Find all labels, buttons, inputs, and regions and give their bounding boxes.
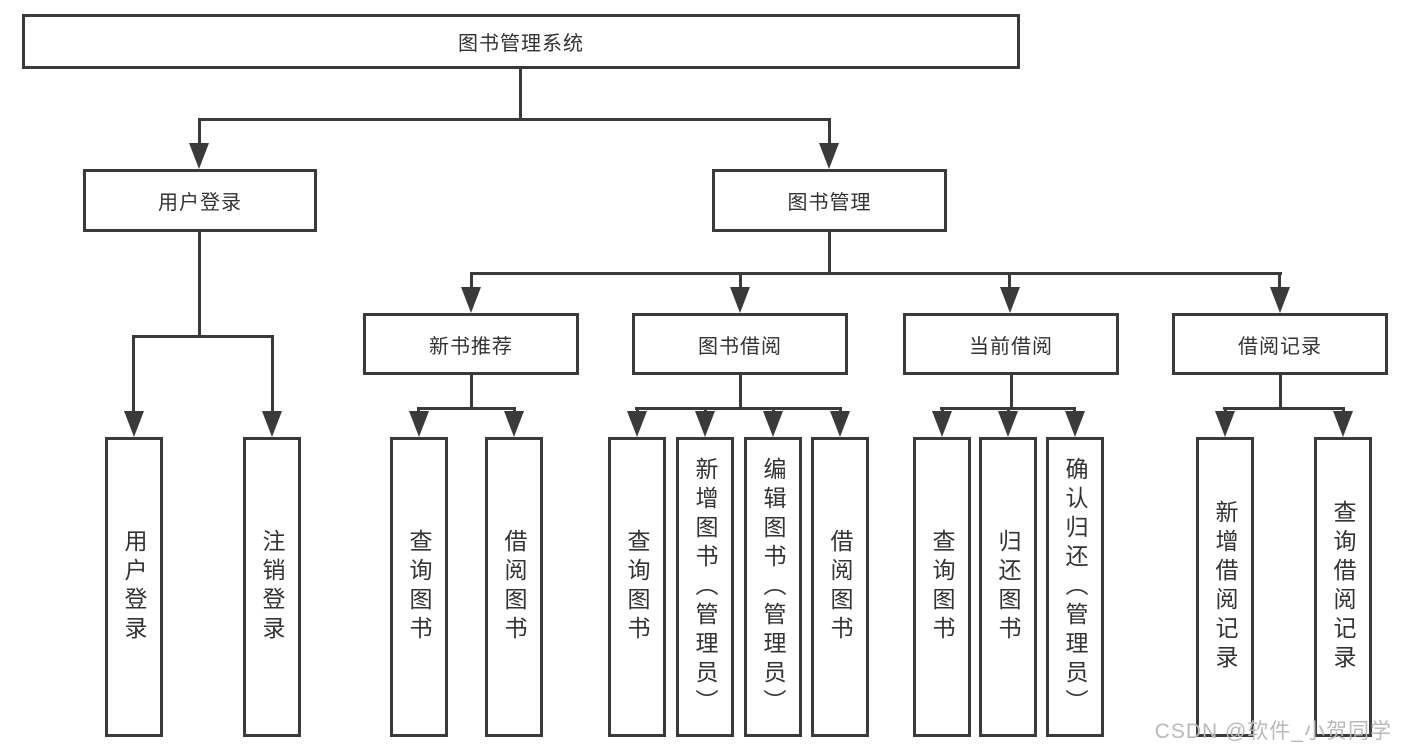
arrowhead <box>461 287 481 313</box>
connector-line <box>1007 407 1010 413</box>
connector-line <box>636 407 639 413</box>
arrowhead <box>1000 287 1020 313</box>
leaf-borrow-books-recommend-label: 借阅图书 <box>501 529 527 645</box>
arrowhead <box>1270 287 1290 313</box>
leaf-query-books-borrowing-label: 查询图书 <box>624 529 650 645</box>
arrowhead <box>998 411 1018 437</box>
arrowhead <box>1065 411 1085 437</box>
leaf-query-books-current-label: 查询图书 <box>929 529 955 645</box>
node-borrowing-records-label: 借阅记录 <box>1238 335 1322 358</box>
leaf-query-books-recommend-label: 查询图书 <box>406 529 432 645</box>
csdn-watermark: CSDN @软件_小贺同学 <box>1154 720 1392 743</box>
node-book-management: 图书管理 <box>712 169 947 232</box>
leaf-user-login-label: 用户登录 <box>121 529 147 645</box>
leaf-query-books-borrowing: 查询图书 <box>608 437 666 737</box>
arrowhead <box>124 411 144 437</box>
connector-line <box>198 118 201 145</box>
arrowhead <box>830 411 850 437</box>
leaf-confirm-return-admin: 确认归还（管理员） <box>1046 437 1104 737</box>
arrowhead <box>504 411 524 437</box>
node-library-system-label: 图书管理系统 <box>458 33 584 55</box>
connector-line <box>635 407 841 410</box>
node-borrowing-records: 借阅记录 <box>1172 313 1388 375</box>
connector-line <box>132 335 135 413</box>
arrowhead <box>262 411 282 437</box>
connector-line <box>417 407 516 410</box>
connector-line <box>470 272 1282 275</box>
connector-line <box>1223 407 1344 410</box>
connector-line <box>772 407 775 413</box>
leaf-add-borrow-record: 新增借阅记录 <box>1196 437 1254 737</box>
node-current-borrowing: 当前借阅 <box>903 313 1119 375</box>
connector-line <box>470 272 473 289</box>
leaf-add-borrow-record-label: 新增借阅记录 <box>1212 500 1238 674</box>
connector-line <box>828 232 831 272</box>
connector-line <box>1010 375 1013 407</box>
arrowhead <box>1333 411 1353 437</box>
leaf-confirm-return-admin-label: 确认归还（管理员） <box>1062 456 1088 718</box>
connector-line <box>739 375 742 407</box>
connector-line <box>1073 407 1076 413</box>
connector-line <box>704 407 707 413</box>
arrowhead <box>695 411 715 437</box>
node-new-book-recommend-label: 新书推荐 <box>429 335 513 358</box>
connector-line <box>417 407 420 413</box>
node-user-login-label: 用户登录 <box>158 192 242 214</box>
leaf-user-login: 用户登录 <box>105 437 163 737</box>
connector-line <box>1224 407 1227 413</box>
node-book-borrowing-label: 图书借阅 <box>698 335 782 358</box>
leaf-add-books-admin: 新增图书（管理员） <box>676 437 734 737</box>
connector-line <box>1342 407 1345 413</box>
arrowhead <box>189 143 209 169</box>
leaf-borrow-books-recommend: 借阅图书 <box>485 437 543 737</box>
connector-line <box>941 407 944 413</box>
connector-line <box>1278 272 1281 289</box>
connector-line <box>1008 272 1011 289</box>
connector-line <box>198 118 831 121</box>
arrowhead <box>409 411 429 437</box>
node-new-book-recommend: 新书推荐 <box>363 313 579 375</box>
connector-line <box>198 232 201 335</box>
connector-line <box>513 407 516 413</box>
connector-line <box>839 407 842 413</box>
node-book-management-label: 图书管理 <box>787 192 872 214</box>
arrowhead <box>730 287 750 313</box>
node-library-system: 图书管理系统 <box>22 14 1020 69</box>
leaf-query-books-current: 查询图书 <box>913 437 971 737</box>
connector-line <box>828 118 831 145</box>
connector-line <box>133 335 274 338</box>
connector-line <box>271 335 274 413</box>
leaf-borrow-books-label: 借阅图书 <box>827 529 853 645</box>
node-user-login: 用户登录 <box>83 169 317 232</box>
leaf-logout-label: 注销登录 <box>259 529 285 645</box>
connector-line <box>1279 375 1282 407</box>
leaf-query-books-recommend: 查询图书 <box>390 437 448 737</box>
leaf-query-borrow-record: 查询借阅记录 <box>1314 437 1372 737</box>
node-current-borrowing-label: 当前借阅 <box>969 335 1053 358</box>
arrowhead <box>763 411 783 437</box>
connector-line <box>739 272 742 289</box>
leaf-query-borrow-record-label: 查询借阅记录 <box>1330 500 1356 674</box>
arrowhead <box>1215 411 1235 437</box>
arrowhead <box>932 411 952 437</box>
leaf-edit-books-admin-label: 编辑图书（管理员） <box>760 456 786 718</box>
leaf-edit-books-admin: 编辑图书（管理员） <box>744 437 802 737</box>
arrowhead <box>819 143 839 169</box>
arrowhead <box>627 411 647 437</box>
node-book-borrowing: 图书借阅 <box>632 313 848 375</box>
leaf-add-books-admin-label: 新增图书（管理员） <box>692 456 718 718</box>
leaf-logout: 注销登录 <box>243 437 301 737</box>
connector-line <box>519 69 522 118</box>
connector-line <box>470 375 473 407</box>
leaf-return-books: 归还图书 <box>979 437 1037 737</box>
leaf-return-books-label: 归还图书 <box>995 529 1021 645</box>
leaf-borrow-books: 借阅图书 <box>811 437 869 737</box>
